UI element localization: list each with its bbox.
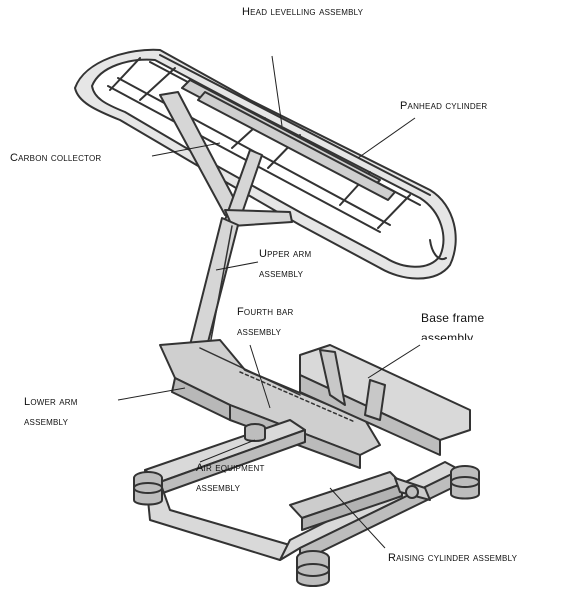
leader-lines: [117, 55, 421, 549]
label-lower-arm: Lower arm assembly: [24, 396, 78, 428]
leader-carbon-collector: [151, 142, 221, 157]
leader-fourth-bar: [249, 344, 271, 409]
leader-upper-arm: [215, 261, 259, 271]
leader-air-equipment: [199, 439, 256, 463]
label-head-levelling: Head levelling assembly: [242, 6, 364, 18]
insulators: [133, 423, 480, 587]
leader-raising-cylinder: [329, 487, 386, 549]
label-base-frame: Base frame assembly: [421, 311, 485, 340]
leader-lower-arm: [117, 387, 186, 401]
label-fourth-bar: Fourth bar assembly: [237, 306, 294, 338]
leader-panhead-cylinder: [357, 117, 416, 159]
upper-arm: [159, 91, 293, 351]
leader-head-levelling: [271, 55, 283, 127]
label-panhead-cylinder: Panhead cylinder: [400, 100, 488, 112]
raising-cylinder: [289, 471, 431, 531]
label-upper-arm: Upper arm assembly: [259, 248, 312, 280]
label-raising-cylinder: Raising cylinder assembly: [388, 552, 518, 564]
leader-base-frame: [367, 344, 421, 379]
label-air-equipment: Air equipment assembly: [196, 462, 265, 494]
label-carbon-collector: Carbon collector: [10, 152, 102, 164]
